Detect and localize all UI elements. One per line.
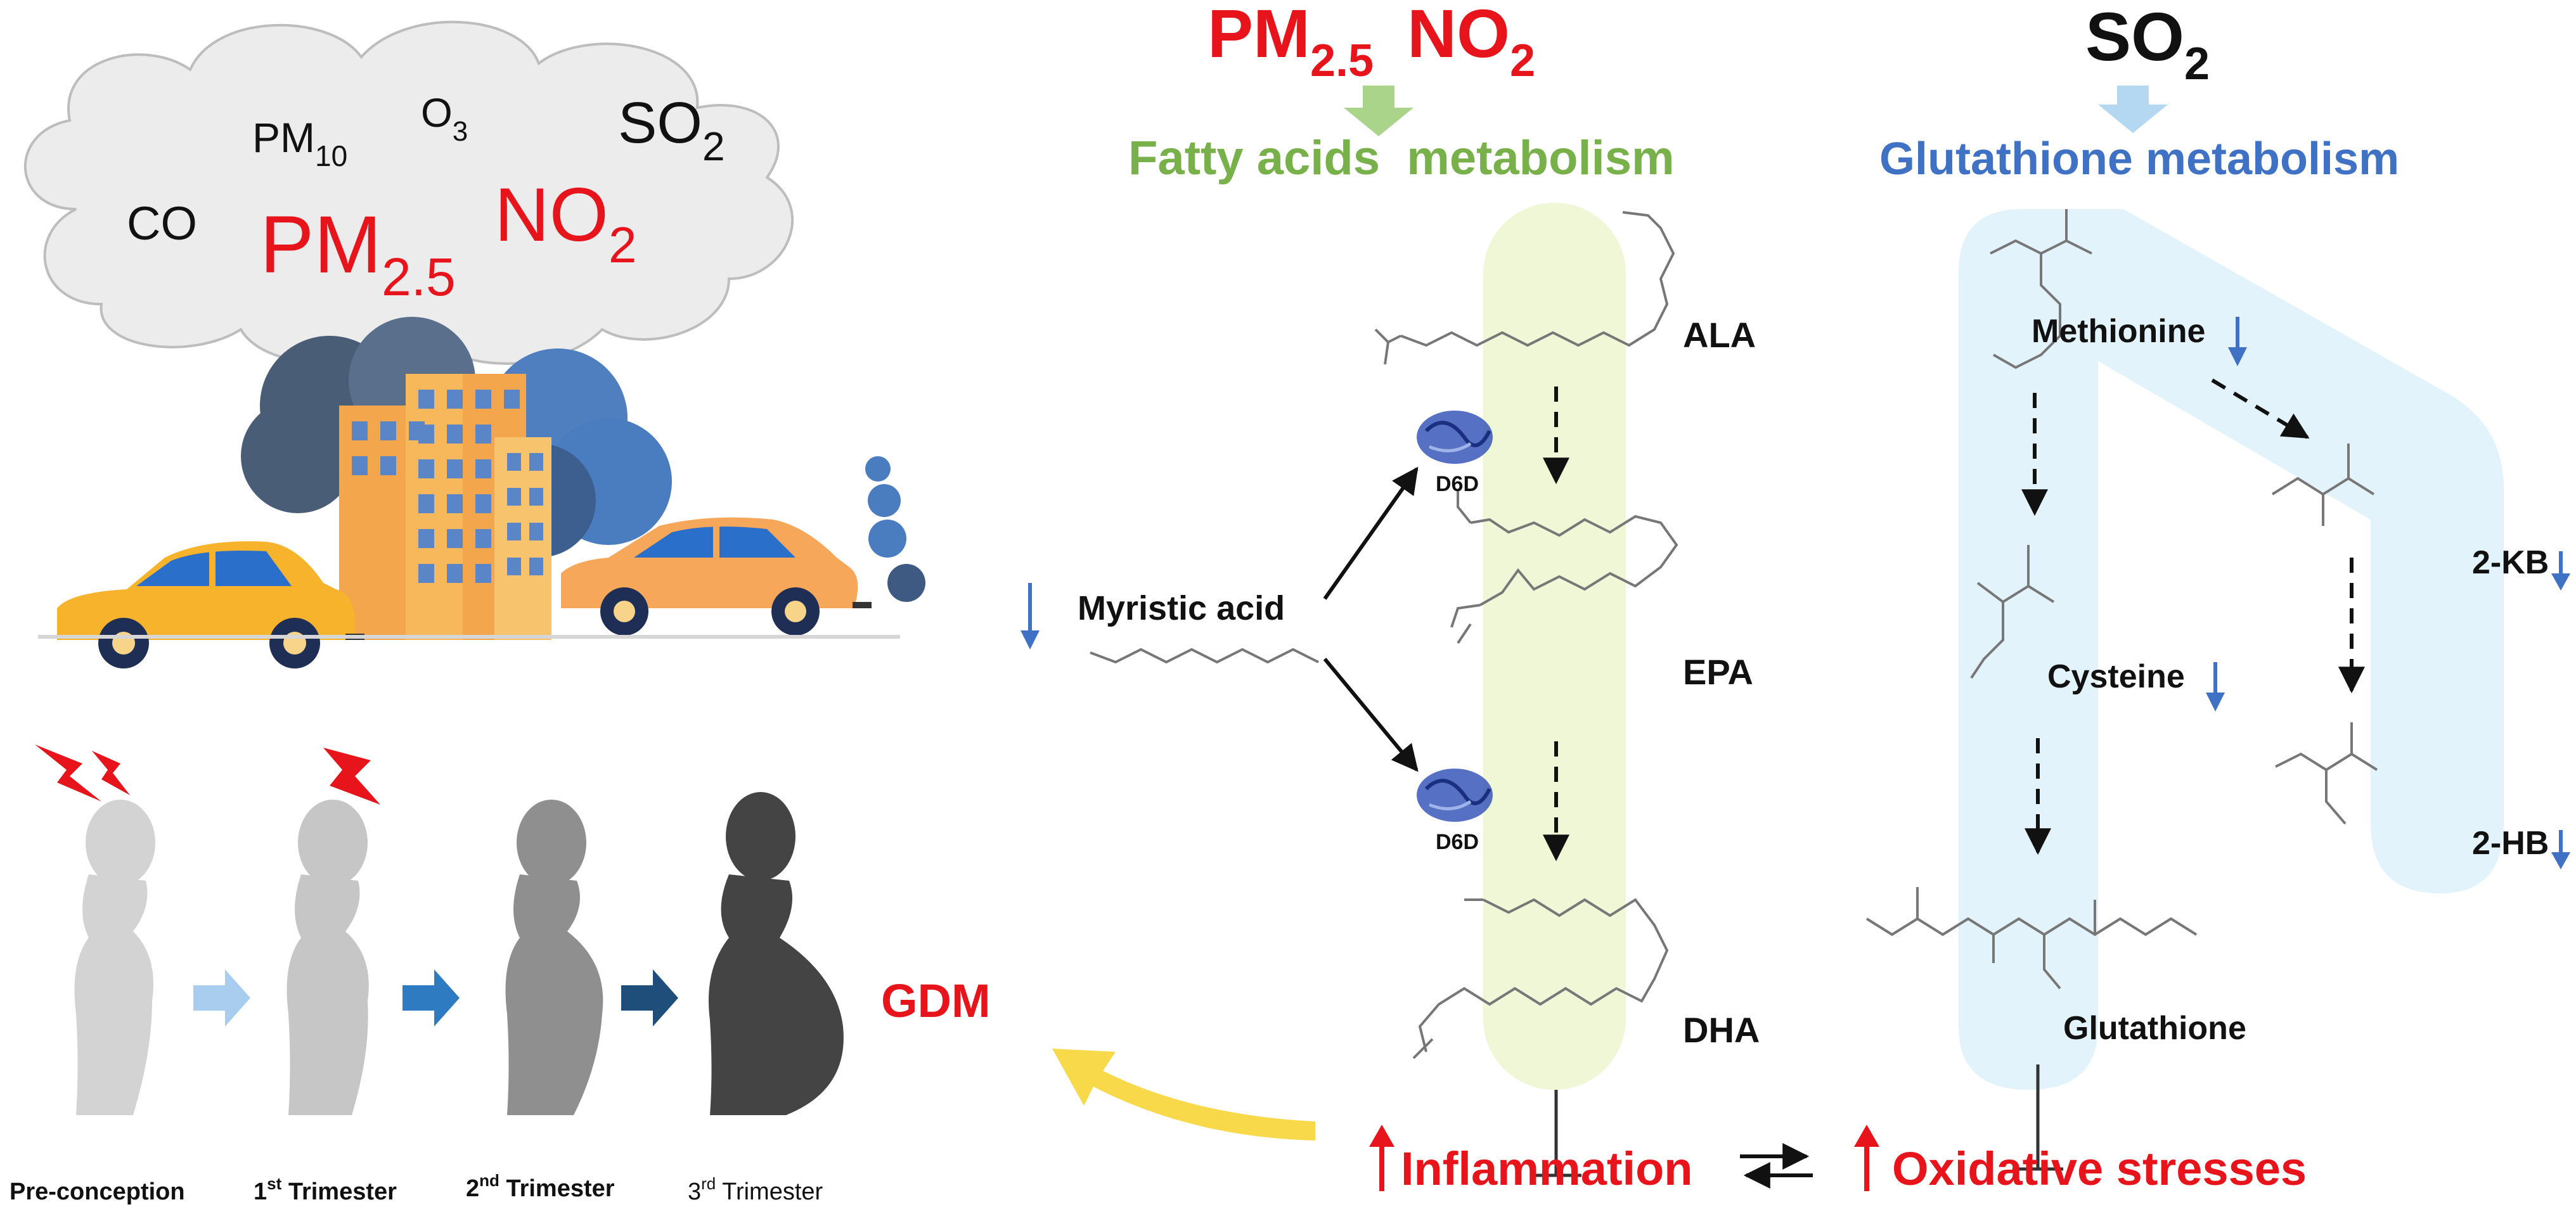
stage-label-preconception: Pre-conception — [10, 1179, 185, 1205]
oxidative-up-arrowhead — [1854, 1125, 1879, 1147]
epa-label: EPA — [1683, 652, 1753, 692]
methionine-structure — [1990, 209, 2092, 369]
so2-cloud-label: SO2 — [618, 91, 725, 169]
2hb-down-arrowhead — [2551, 852, 2570, 869]
silhouette-preconception — [74, 800, 155, 1115]
so2-header: SO2 — [2085, 0, 2210, 89]
fatty-acids-panel: PM2.5 NO2 Fatty acids metabolism ALA D6D… — [1128, 0, 1760, 1177]
ala-structure — [1374, 211, 1675, 365]
myristic-acid-label: Myristic acid — [1078, 589, 1285, 627]
glutathione-structure — [1865, 887, 2198, 990]
myristic-acid-structure — [1090, 648, 1319, 664]
myristic-to-d6d-top — [1323, 466, 1419, 600]
2kb-structure — [2271, 444, 2375, 526]
d6d-enzyme-icon-bottom — [1417, 769, 1493, 822]
pm10-label: PM10 — [252, 114, 347, 172]
silhouette-second-trimester — [505, 800, 603, 1115]
lightning-icon-first-trimester — [323, 748, 380, 805]
glutathione-pathway-band — [1959, 209, 2504, 1090]
o3-label: O3 — [421, 90, 468, 147]
pollution-cloud: CO PM10 O3 SO2 PM2.5 NO2 — [24, 20, 794, 365]
buildings-icon — [339, 374, 551, 640]
dha-structure — [1412, 898, 1669, 1059]
exhaust-smoke-icon — [865, 456, 925, 602]
outcomes: Inflammation Oxidative stresses — [1369, 1125, 2307, 1195]
d6d-enzyme-icon-top — [1417, 411, 1493, 464]
silhouette-first-trimester — [287, 800, 369, 1115]
stage-arrow-2 — [402, 969, 460, 1026]
glutathione-label: Glutathione — [2063, 1010, 2246, 1047]
lightning-icon-preconception — [35, 744, 130, 802]
methionine-to-2kb-arrow — [2211, 378, 2310, 439]
pregnancy-timeline: GDM Pre-conception 1st Trimester 2nd Tri… — [10, 744, 991, 1205]
fatty-acids-title: Fatty acids metabolism — [1128, 131, 1675, 185]
methionine-label: Methionine — [2032, 313, 2205, 350]
cysteine-label: Cysteine — [2047, 658, 2185, 695]
car-left-icon — [57, 541, 364, 668]
glutathione-panel: SO2 Glutathione metabolism Methionine Cy… — [1865, 0, 2570, 1171]
stage-label-third: 3rd Trimester — [688, 1174, 823, 1205]
2kb-label: 2-KB — [2472, 544, 2549, 581]
stage-label-first: 1st Trimester — [254, 1174, 397, 1205]
inflammation-label: Inflammation — [1401, 1142, 1692, 1195]
pm25-header: PM2.5 — [1208, 0, 1374, 86]
cysteine-down-arrowhead — [2206, 693, 2225, 712]
no2-cloud-label: NO2 — [494, 172, 637, 273]
cysteine-structure — [1970, 545, 2055, 679]
fatty-down-arrow — [1344, 86, 1414, 136]
stage-arrow-3 — [621, 969, 678, 1026]
glutathione-down-arrow — [2098, 86, 2168, 133]
stage-arrow-1 — [193, 969, 250, 1026]
myristic-acid-group: Myristic acid — [1021, 466, 1419, 772]
curved-arrow-to-gdm — [1052, 1049, 1315, 1141]
2kb-down-arrowhead — [2551, 573, 2570, 591]
oxidative-stresses-label: Oxidative stresses — [1892, 1142, 2307, 1195]
dha-label: DHA — [1683, 1010, 1760, 1050]
ala-label: ALA — [1683, 315, 1756, 355]
methionine-down-arrowhead — [2228, 347, 2247, 366]
d6d-label-bottom: D6D — [1436, 830, 1479, 854]
co-label: CO — [127, 197, 197, 250]
car-right-icon — [561, 517, 872, 636]
epa-structure — [1450, 491, 1678, 644]
gdm-label: GDM — [881, 974, 991, 1027]
city-illustration — [38, 317, 925, 668]
glutathione-metabolism-title: Glutathione metabolism — [1879, 134, 2399, 184]
pm25-cloud-label: PM2.5 — [260, 200, 456, 307]
myristic-to-d6d-bottom — [1323, 658, 1419, 772]
myristic-down-arrowhead — [1021, 630, 1040, 649]
silhouette-third-trimester — [709, 792, 844, 1115]
no2-header: NO2 — [1407, 0, 1535, 86]
inflammation-up-arrowhead — [1369, 1125, 1394, 1147]
2hb-label: 2-HB — [2472, 825, 2549, 862]
2hb-structure — [2275, 722, 2378, 825]
fatty-pathway-band — [1483, 203, 1626, 1090]
stage-label-second: 2nd Trimester — [466, 1171, 615, 1202]
